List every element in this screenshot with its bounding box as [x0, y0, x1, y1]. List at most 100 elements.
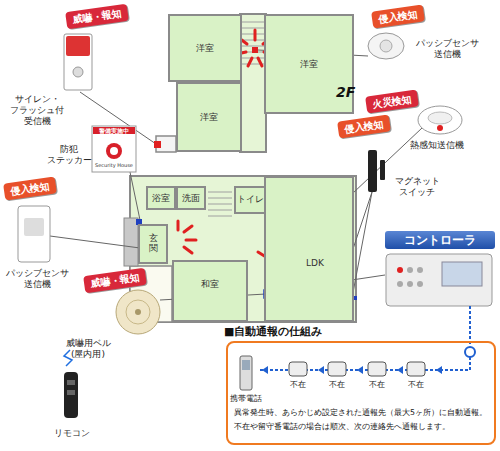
remote-control [64, 372, 78, 418]
info-box: ■自動通報の仕組み異常発生時、あらかじめ設定された通報先（最大5ヶ所）に自動通報… [226, 341, 496, 445]
room-text: トイレ [237, 194, 264, 206]
box-heading: ■自動通報の仕組み [224, 324, 322, 339]
heat-detector [418, 106, 462, 134]
room: 洗面 [176, 186, 206, 210]
floor-plan-1f [124, 218, 138, 266]
room: 洋室 [176, 82, 242, 152]
security-sticker [106, 143, 122, 159]
floor-label: 2F [336, 84, 355, 100]
callout-tag-text: 侵入検知 [377, 7, 419, 26]
controller-band: コントローラ [385, 231, 495, 249]
controller-device [417, 281, 423, 287]
telephone-icon [289, 362, 307, 376]
mobile-phone [242, 360, 250, 370]
body-text: 異常発生時、あらかじめ設定された通報先（最大5ヶ所）に自動通報。 [234, 407, 487, 418]
status-text: 不在 [329, 380, 345, 390]
device-name: リモコン [54, 428, 90, 439]
device-name: 防犯 ステッカー [46, 144, 92, 166]
controller-device [397, 267, 403, 273]
callout-tag: 侵入検知 [3, 176, 57, 200]
device-name: マグネット スイッチ [392, 176, 442, 198]
room-text: 洗面 [182, 192, 200, 205]
magnet-switch [368, 150, 377, 192]
heat-detector [428, 112, 452, 124]
remote-control [67, 390, 75, 395]
leader-line [50, 236, 140, 248]
device-name: パッシブセンサ 送信機 [4, 268, 70, 290]
telephone-icon [328, 362, 346, 376]
controller-device [386, 254, 492, 306]
floor-plan-1f [124, 176, 356, 322]
notification-line [465, 347, 475, 357]
security-sticker [110, 147, 118, 155]
alarm-bell [126, 300, 150, 324]
callout-tag: 侵入検知 [371, 4, 425, 28]
device-marker [252, 47, 258, 53]
room: LDK [264, 176, 354, 322]
mobile-phone [240, 356, 252, 390]
floor-plan-2f [240, 14, 266, 152]
leader-line [352, 192, 372, 298]
device-name: 威嚇用ベル (屋内用) [60, 338, 116, 360]
body-text: 不在や留守番電話の場合は順次、次の連絡先へ通報します。 [234, 421, 450, 432]
callout-tag-text: 侵入検知 [343, 117, 385, 136]
floor-plan-2f [156, 14, 266, 152]
room: 玄関 [138, 224, 168, 264]
controller-device [442, 262, 482, 286]
floor-plan-1f [208, 192, 232, 216]
callout-tag-text: 侵入検知 [9, 179, 51, 198]
passive-sensor-left [24, 218, 44, 236]
passive-sensor-left [18, 206, 50, 262]
alarm-bell [135, 309, 141, 315]
floor-plan-1f [130, 176, 356, 322]
heat-detector [418, 106, 462, 134]
passive-sensor-left [18, 206, 50, 262]
leader-line [130, 172, 140, 220]
device-name: パッシブセンサ 送信機 [414, 38, 480, 60]
callout-tag: 威嚇・報知 [65, 4, 129, 29]
mobile-phone [240, 356, 252, 390]
telephone-icon [407, 362, 425, 376]
room-text: 玄関 [149, 234, 158, 254]
notification-line [469, 306, 471, 346]
alarm-bell [116, 290, 160, 334]
device-name: 携帯電話 [230, 394, 262, 404]
siren-receiver [66, 36, 90, 56]
callout-tag-text: 威嚇・報知 [71, 6, 122, 27]
siren-receiver [64, 34, 92, 90]
security-sticker [92, 126, 136, 172]
passive-sensor-top [368, 33, 404, 59]
callout-tag: 威嚇・報知 [83, 268, 147, 293]
callout-tag: 侵入検知 [337, 114, 391, 138]
status-text: 不在 [408, 380, 424, 390]
controller-device [397, 281, 403, 287]
remote-control [64, 350, 72, 366]
room-text: 洋室 [196, 42, 214, 55]
room: 浴室 [146, 186, 176, 210]
room: トイレ [234, 186, 267, 214]
controller-device [407, 281, 413, 287]
passive-sensor-top [368, 33, 404, 59]
controller-band-text: コントローラ [404, 232, 476, 249]
passive-sensor-top [380, 40, 392, 52]
heat-detector [437, 125, 443, 131]
sticker-text: 警備実施中 [93, 127, 135, 134]
room-text: 洋室 [200, 111, 218, 124]
siren-receiver [73, 67, 83, 77]
controller-device [386, 254, 492, 306]
telephone-icon [368, 362, 386, 376]
callout-tag-text: 火災検知 [371, 92, 413, 111]
room-text: 浴室 [152, 192, 170, 205]
device-marker [154, 141, 161, 148]
magnet-switch [368, 150, 385, 192]
controller-device [407, 267, 413, 273]
device-name: サイレン・ フラッシュ付 受信機 [6, 94, 68, 126]
callout-tag: 火災検知 [365, 89, 419, 113]
alarm-bell [116, 290, 160, 334]
device-name: 熱感知送信機 [410, 140, 464, 151]
telephone-icon [289, 362, 425, 376]
sticker-text: Security House [92, 162, 136, 168]
status-text: 不在 [290, 380, 306, 390]
